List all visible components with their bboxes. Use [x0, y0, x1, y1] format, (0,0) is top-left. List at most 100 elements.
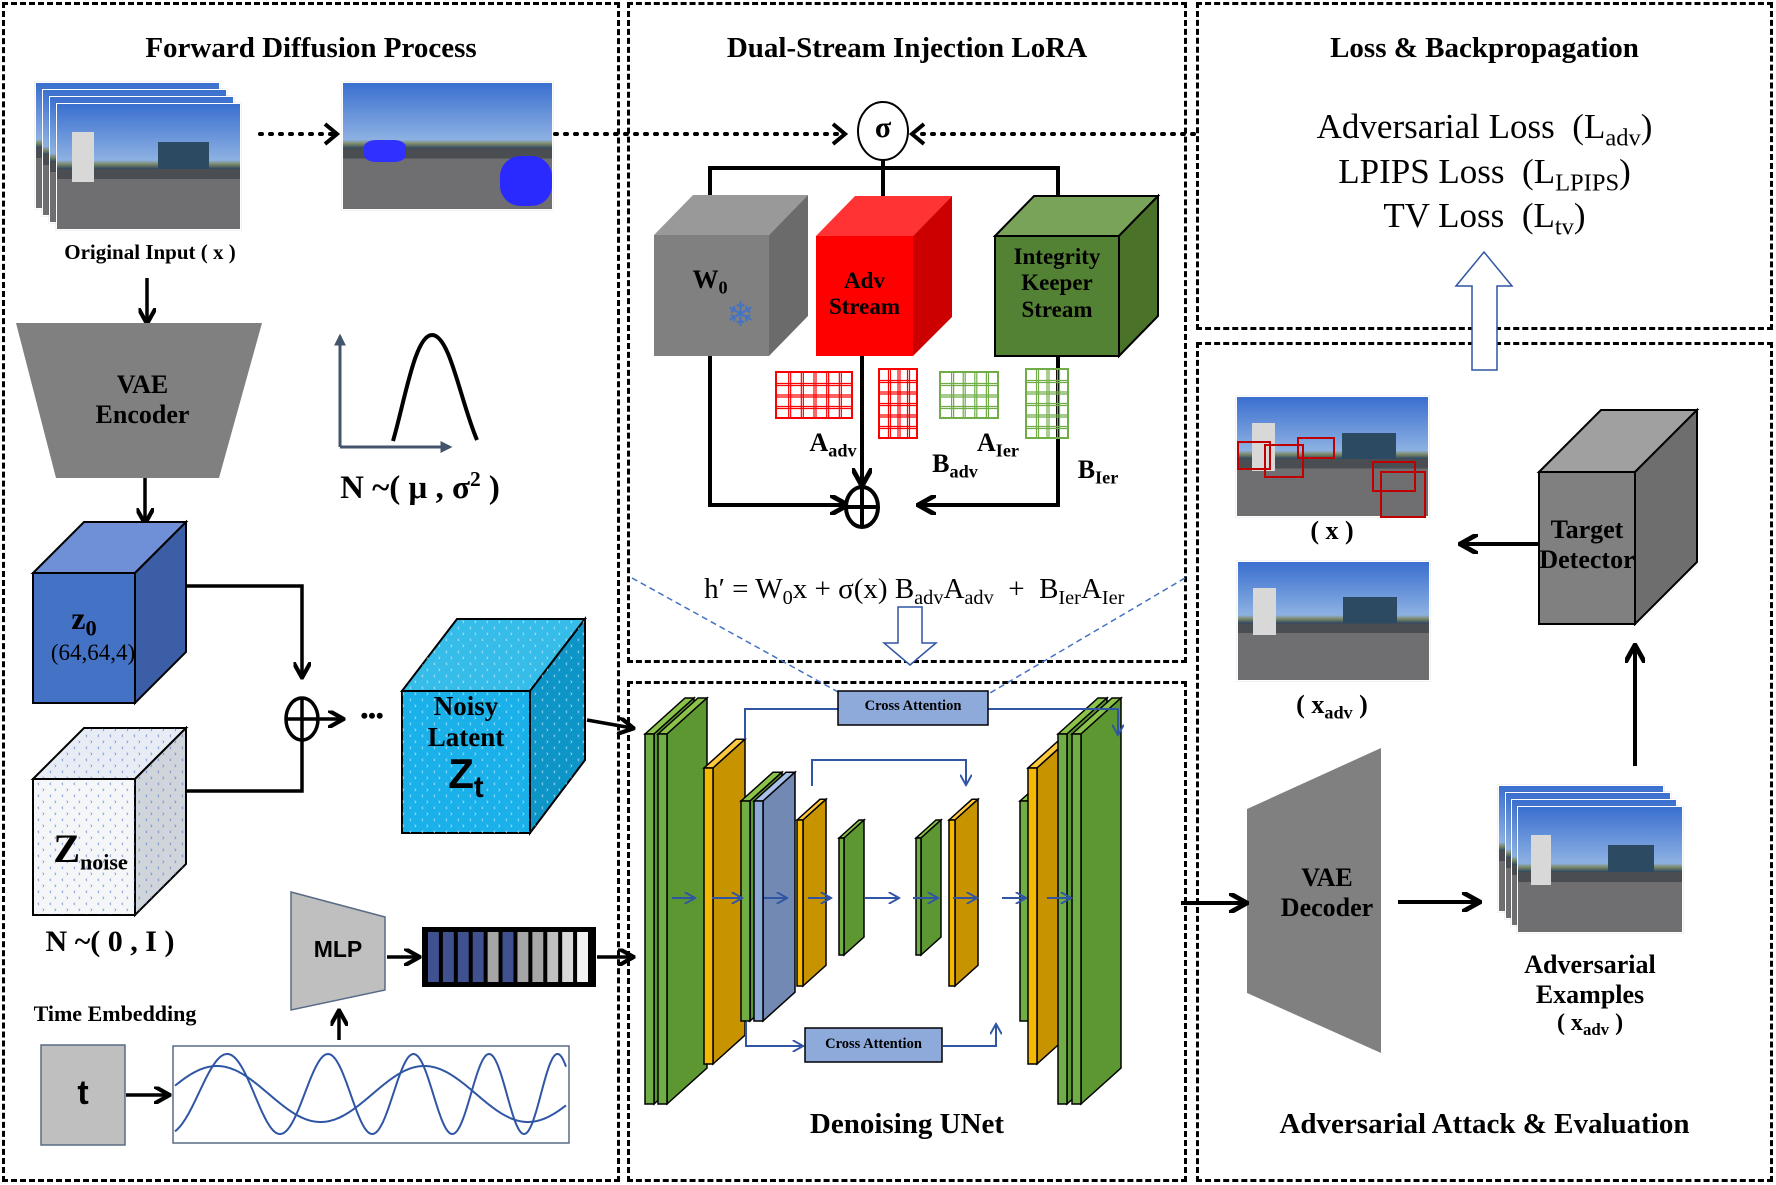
x-label: ( x ) [1310, 516, 1354, 545]
loss-lpips-sym: L [1533, 152, 1556, 191]
znoise-sub: noise [80, 849, 128, 875]
loss-lpips-name: LPIPS Loss [1338, 152, 1505, 191]
z0-sub: 0 [85, 615, 97, 641]
loss-adv-name: Adversarial Loss [1316, 107, 1555, 146]
ier-stream-line3: Stream [1021, 296, 1093, 322]
noise-dist-label: N ~( 0 , I ) [45, 925, 175, 958]
layer-front [796, 819, 804, 987]
eq-p5: A [1080, 573, 1102, 606]
feature-vector [428, 932, 588, 982]
vae-decoder-line2: Decoder [1280, 892, 1374, 922]
z0-shape-label: (64,64,4) [50, 640, 136, 665]
loss-tv: TV Loss (Ltv) [1383, 196, 1586, 241]
xadv-suffix: ) [1352, 690, 1368, 719]
cross-attention-top-label: Cross Attention [864, 698, 962, 714]
target-detector-line2: Detector [1539, 544, 1635, 574]
t-label: t [77, 1074, 89, 1112]
ier-stream-label: Integrity Keeper Stream [995, 244, 1119, 323]
loss-tv-sym: L [1533, 196, 1555, 235]
a-adv-sub: adv [828, 440, 857, 461]
attack-title: Adversarial Attack & Evaluation [1279, 1108, 1690, 1140]
target-detector-line1: Target [1550, 515, 1624, 544]
z0-cube-shape [30, 519, 189, 706]
adv-examples-line2: Examples [1535, 979, 1645, 1009]
unet-layer [752, 770, 797, 1023]
feature-stripe [577, 932, 588, 982]
t-box [40, 1044, 126, 1146]
vae-encoder-label: VAE Encoder [40, 370, 245, 430]
eq-p3: A [943, 573, 965, 606]
eq-p1: h′ = W [704, 573, 783, 606]
ier-stream-line2: Keeper [1021, 270, 1093, 296]
znoise-main: Z [53, 826, 80, 871]
eq-s1: 0 [782, 587, 793, 610]
feature-stripe [442, 932, 454, 982]
layer-side [762, 770, 796, 1023]
ellipsis: ••• [360, 703, 384, 728]
vae-decoder-line1: VAE [1301, 863, 1353, 892]
a-adv-matrix [775, 371, 853, 419]
loss-lpips-sub: LPIPS [1555, 169, 1620, 197]
adv-examples-line1: Adversarial [1524, 950, 1656, 979]
line-znoise-to-sum [186, 722, 302, 793]
detection-image-x [1236, 396, 1429, 517]
layer-front [1057, 733, 1068, 1105]
unet-layer [702, 737, 747, 1066]
target-detector-cube-shape [1536, 407, 1700, 627]
ier-stream-line1: Integrity [1013, 244, 1101, 269]
unet-layer [656, 696, 709, 1106]
feature-stripe [517, 932, 529, 982]
adversarial-image-xadv [1237, 561, 1430, 681]
dist-prefix: N ~( μ , σ [340, 469, 470, 506]
mlp-shape [290, 891, 386, 1011]
znoise-cube-shape [30, 725, 189, 918]
eq-s4: Ier [1058, 587, 1081, 610]
b-ier-main: B [1077, 455, 1096, 484]
eq-s3: adv [964, 587, 994, 610]
adv-stream-cube-shape [816, 196, 952, 356]
feature-stripe [428, 932, 439, 982]
noisy-latent-cube-shape [399, 616, 588, 836]
feature-stripe [532, 932, 544, 982]
vae-encoder-line2: Encoder [95, 399, 190, 429]
a-ier-matrix [939, 371, 999, 419]
cross-attention-bottom-label: Cross Attention [825, 1036, 922, 1052]
layer-front [1027, 767, 1038, 1065]
adv-examples-sym-prefix: ( x [1556, 1009, 1583, 1036]
unet-title: Denoising UNet [809, 1108, 1005, 1140]
layer-front [915, 837, 922, 956]
a-adv-main: A [809, 428, 829, 457]
unet-layer [914, 818, 943, 957]
w0-sub: 0 [718, 277, 728, 298]
mlp-label: MLP [313, 936, 363, 962]
zt-symbol: Zt [402, 753, 530, 803]
unet-layer [837, 818, 866, 957]
sinusoid-waves [174, 1052, 567, 1136]
a-ier-main: A [976, 428, 996, 457]
down-hollow-arrow [881, 606, 939, 666]
xadv-label: ( xadv ) [1272, 690, 1392, 723]
skip-connection-bottom [745, 1022, 802, 1046]
adv-examples-sym: ( xadv ) [1500, 1010, 1680, 1039]
layer-front [740, 800, 751, 1022]
noisy-latent-line1: Noisy [433, 691, 499, 721]
b-adv-matrix [878, 368, 918, 439]
cross-attention-top-box [837, 690, 989, 726]
dist-sup: 2 [469, 467, 481, 491]
noisy-latent-line2: Latent [427, 722, 505, 753]
vae-decoder-shape [1247, 748, 1381, 1053]
b-ier-label: BIer [1063, 455, 1133, 488]
a-adv-label: Aadv [798, 428, 868, 461]
line-z0-to-sum [186, 584, 302, 676]
eq-s5: Ier [1101, 587, 1125, 610]
unet-layer [795, 797, 828, 988]
sinusoid-low-freq [174, 1065, 567, 1123]
w0-to-sum-line [708, 356, 846, 505]
layer-front [753, 800, 764, 1022]
loss-adversarial: Adversarial Loss (Ladv) [1316, 107, 1653, 152]
cross-attention-bottom-box [804, 1027, 943, 1063]
noisy-latent-label: Noisy Latent Zt [402, 691, 530, 802]
adv-stream-line2: Stream [828, 294, 901, 320]
loss-adv-sym: L [1583, 107, 1606, 146]
layer-front [644, 733, 655, 1105]
